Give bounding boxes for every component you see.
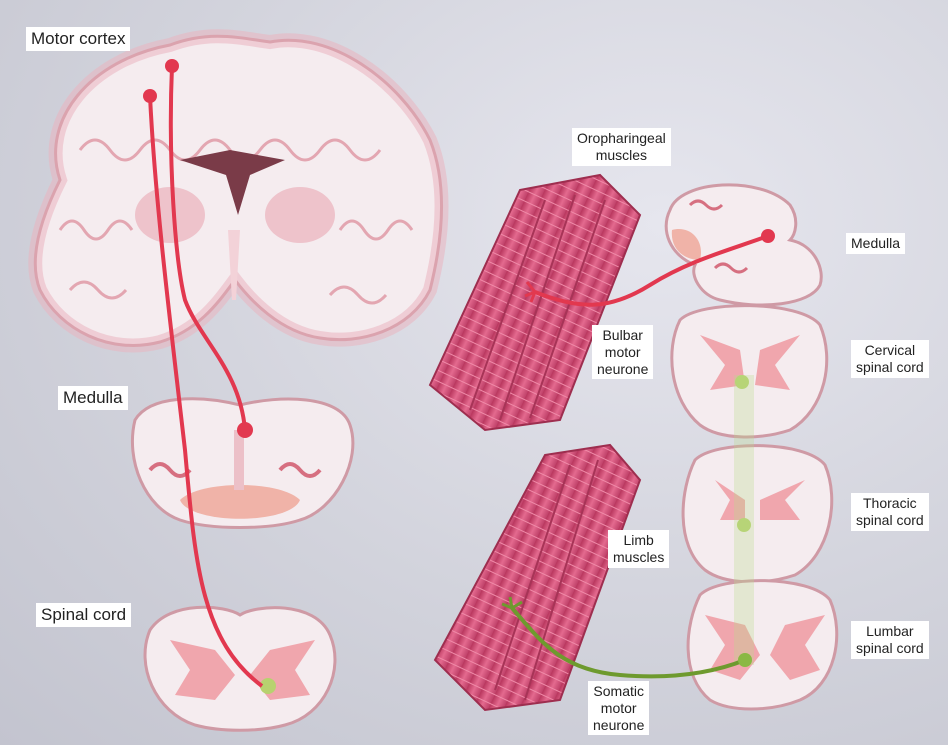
oropharyngeal-muscles-label: Oropharingeal muscles [572,128,671,166]
thoracic-cord-section [683,446,832,582]
spinal-cord-section-left [145,607,335,730]
lumbar-cord-section [688,581,837,709]
bulbar-nucleus [761,229,775,243]
brain-coronal-section [35,36,441,345]
anterior-horn-cell-lumbar [738,653,752,667]
bulbar-motor-neurone-label: Bulbar motor neurone [592,325,653,379]
cervical-spinal-cord-label: Cervical spinal cord [851,340,929,378]
thoracic-spinal-cord-label: Thoracic spinal cord [851,493,929,531]
motor-cortex-label: Motor cortex [26,27,130,51]
medulla-label-left: Medulla [58,386,128,410]
limb-muscles-label: Limb muscles [608,530,669,568]
cortical-neurone-1 [143,89,157,103]
basal-ganglia-right [265,187,335,243]
limb-muscle-bundle [435,445,640,710]
cord-column-highlight [734,375,754,665]
spinal-cord-label-left: Spinal cord [36,603,131,627]
lumbar-spinal-cord-label: Lumbar spinal cord [851,621,929,659]
medullary-synapse [237,422,253,438]
cortical-neurone-2 [165,59,179,73]
anterior-horn-cell-left [260,678,276,694]
basal-ganglia-left [135,187,205,243]
medulla-label-right: Medulla [846,233,905,254]
somatic-motor-neurone-label: Somatic motor neurone [588,681,649,735]
